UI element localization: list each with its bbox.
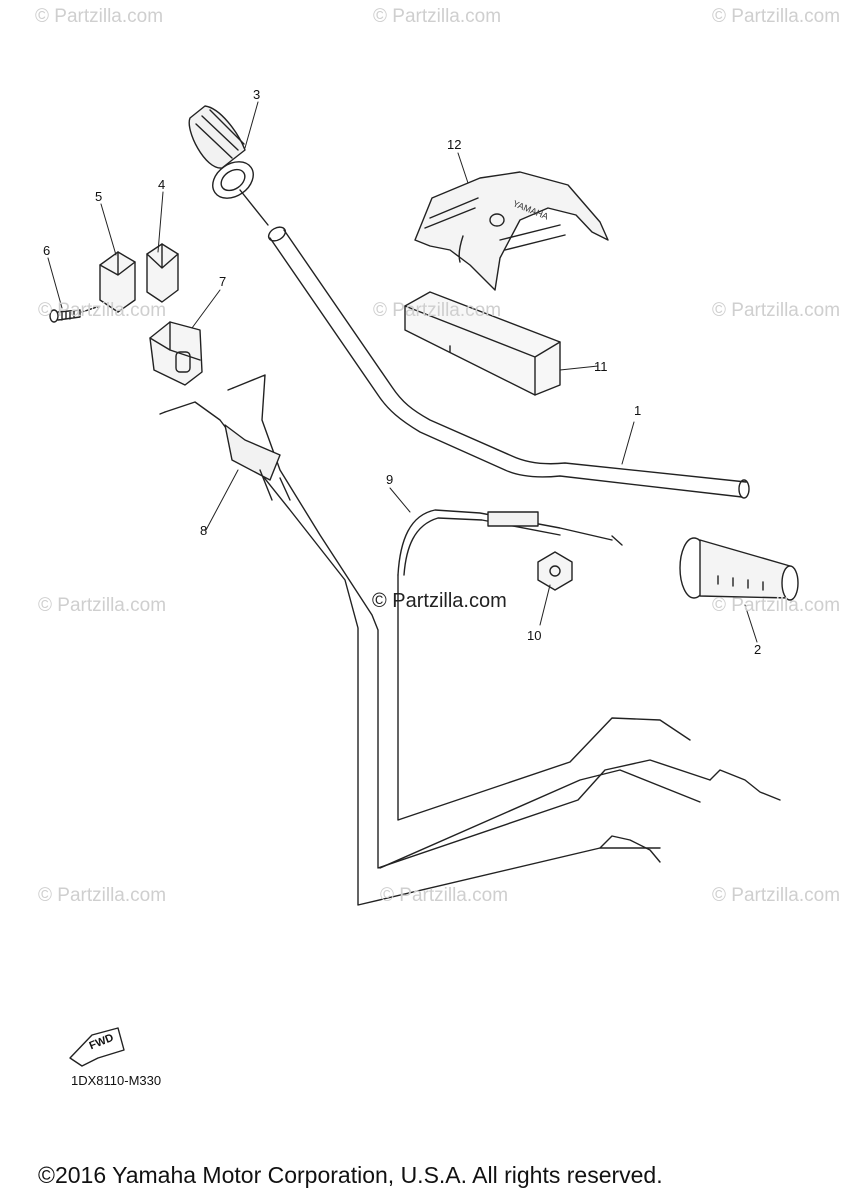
throttle-grip: [188, 105, 269, 226]
holder: [149, 321, 203, 386]
callout-7: 7: [219, 274, 227, 289]
handlebar-cover: [414, 171, 609, 291]
callout-10: 10: [527, 628, 542, 643]
callout-1: 1: [634, 403, 642, 418]
callout-12: 12: [447, 137, 462, 152]
leader-lines: [47, 101, 758, 643]
watermark: © Partzilla.com: [712, 300, 841, 321]
watermark: © Partzilla.com: [373, 300, 502, 321]
clamp-upper: [99, 251, 136, 313]
reference-code: 1DX8110-M330: [71, 1073, 162, 1088]
fwd-arrow: [69, 1027, 125, 1067]
watermark: © Partzilla.com: [38, 595, 167, 616]
watermark: © Partzilla.com: [380, 885, 509, 906]
callout-2: 2: [754, 642, 762, 657]
copyright-notice: ©2016 Yamaha Motor Corporation, U.S.A. A…: [38, 1162, 663, 1188]
left-grip: [679, 537, 799, 601]
callout-3: 3: [253, 87, 261, 102]
center-watermark: © Partzilla.com: [372, 590, 507, 612]
callout-6: 6: [43, 243, 51, 258]
watermark: © Partzilla.com: [712, 595, 841, 616]
watermark: © Partzilla.com: [373, 6, 502, 27]
clamp-lower: [146, 243, 179, 303]
watermark: © Partzilla.com: [38, 300, 167, 321]
handlebar-pad: [404, 291, 561, 396]
watermark: © Partzilla.com: [712, 885, 841, 906]
callout-4: 4: [158, 177, 166, 192]
handlebar: [267, 226, 750, 499]
watermark: © Partzilla.com: [38, 885, 167, 906]
throttle-cables: [159, 374, 781, 906]
callout-8: 8: [200, 523, 208, 538]
callout-9: 9: [386, 472, 394, 487]
adjuster: [537, 551, 573, 591]
watermark: © Partzilla.com: [35, 6, 164, 27]
clutch-cable: [397, 509, 691, 821]
callout-11: 11: [594, 359, 608, 374]
callout-5: 5: [95, 189, 103, 204]
bolt: [49, 305, 101, 323]
watermark: © Partzilla.com: [712, 6, 841, 27]
